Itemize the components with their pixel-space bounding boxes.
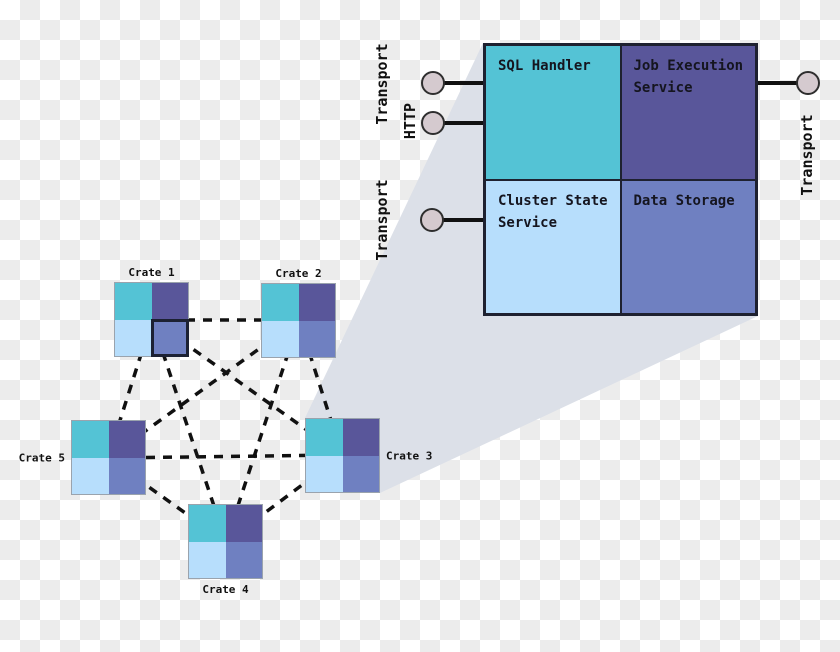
transport-port-circle-top-left [421, 71, 445, 95]
crate-node-2: Crate 2 [261, 267, 336, 358]
node-detail-box: SQL Handler Job Execution Service Cluste… [483, 43, 758, 316]
sql-handler-quadrant: SQL Handler [485, 45, 621, 180]
crate3-label: Crate 3 [386, 449, 433, 462]
http-label: HTTP [401, 102, 419, 140]
crate5-label: Crate 5 [18, 451, 65, 464]
mesh-line-crate3-crate5 [107, 453, 343, 460]
job-execution-service-label: Job Execution Service [633, 58, 744, 97]
crate2-job-execution-cell [298, 284, 335, 321]
crate4-cluster-state-cell [189, 541, 226, 578]
crate-node-3: Crate 3 [305, 418, 432, 493]
crate3-sql-handler-cell [306, 419, 343, 456]
transport-label-right: Transport [798, 114, 816, 196]
cluster-state-service-quadrant: Cluster State Service [485, 179, 621, 314]
crate-node-1: Crate 1 [114, 266, 189, 357]
crate1-cluster-state-cell [115, 319, 152, 356]
crate5-data-storage-cell [108, 457, 145, 494]
crate4-label: Crate 4 [202, 583, 249, 596]
transport-label-top-left: Transport [373, 43, 391, 125]
crate2-data-storage-cell [298, 320, 335, 357]
crate5-job-execution-cell [108, 421, 145, 458]
crate-node-5: Crate 5 [19, 420, 146, 495]
crate2-label: Crate 2 [275, 267, 322, 280]
crate5-cluster-state-cell [72, 457, 109, 494]
http-port-circle [421, 111, 445, 135]
transport-port-circle-bottom-left [420, 208, 444, 232]
sql-handler-label: SQL Handler [498, 58, 591, 74]
crate3-data-storage-cell [342, 455, 379, 492]
crate1-job-execution-cell [151, 283, 188, 320]
cluster-state-service-label: Cluster State Service [498, 192, 608, 231]
crate4-sql-handler-cell [189, 505, 226, 542]
crate4-data-storage-cell [225, 541, 262, 578]
crate2-sql-handler-cell [262, 284, 299, 321]
crate-node-4: Crate 4 [188, 504, 263, 596]
data-storage-quadrant: Data Storage [620, 179, 756, 314]
crate4-job-execution-cell [225, 505, 262, 542]
crate1-label: Crate 1 [128, 266, 175, 279]
crate3-cluster-state-cell [306, 455, 343, 492]
crate1-data-storage-cell-highlighted [150, 318, 189, 357]
crate1-sql-handler-cell [115, 283, 152, 320]
job-execution-service-quadrant: Job Execution Service [620, 45, 756, 180]
data-storage-label: Data Storage [633, 192, 735, 209]
crate5-sql-handler-cell [72, 421, 109, 458]
crate3-job-execution-cell [342, 419, 379, 456]
transport-label-bottom-left: Transport [373, 179, 391, 261]
crate2-cluster-state-cell [262, 320, 299, 357]
transport-port-circle-right [796, 71, 820, 95]
